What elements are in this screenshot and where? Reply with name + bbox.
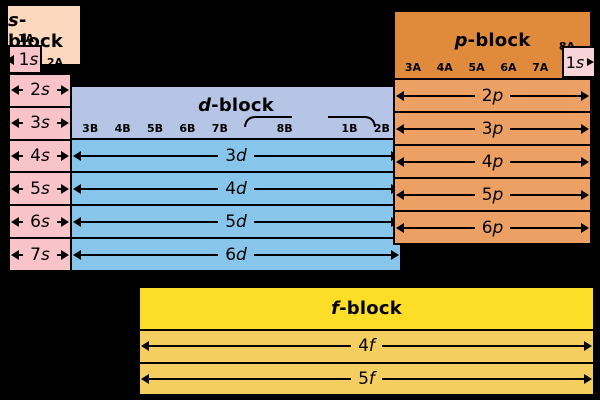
s-block-title-letter: s xyxy=(8,10,19,31)
f-block-rows: 4f 5f xyxy=(138,329,595,396)
s-block-group-1a: 1A xyxy=(17,32,35,45)
s-block-row-label: 4s xyxy=(23,146,57,167)
group-label-6b: 6B xyxy=(179,122,196,135)
group-label-3a: 3A xyxy=(404,61,421,74)
group-label-3b: 3B xyxy=(82,122,99,135)
p-block-row: 5p xyxy=(395,177,590,210)
f-block-title-letter: f xyxy=(331,298,340,319)
d-block-row-label: 3d xyxy=(218,145,254,166)
p-block-row-label: 6p xyxy=(474,217,511,238)
s-block-row-label: 2s xyxy=(23,80,57,101)
s-block-row: 3s xyxy=(10,105,70,139)
group-label-8b: 8B xyxy=(276,122,293,135)
s-block-row: 2s xyxy=(10,75,70,106)
d-block-group-labels: 3B 4B 5B 6B 7B 8B 1B 2B xyxy=(74,123,398,134)
p-block-row-label: 4p xyxy=(474,151,511,172)
p-block-group-labels: 3A 4A 5A 6A 7A xyxy=(397,62,588,73)
p-block-title-letter: p xyxy=(454,30,468,51)
d-block-row: 3d xyxy=(72,140,400,171)
s-block-row-label: 3s xyxy=(23,113,57,134)
d-block-row: 6d xyxy=(72,237,400,270)
p-block-helium-cell: 1s xyxy=(562,46,596,78)
s-block-row: 6s xyxy=(10,204,70,237)
group-label-4a: 4A xyxy=(436,61,453,74)
s-block-cell-1s: 1s xyxy=(5,45,42,74)
d-block-header: d-block 3B 4B 5B 6B 7B 8B 1B 2B xyxy=(70,85,402,138)
s-block-row: 4s xyxy=(10,138,70,172)
d-block-title-letter: d xyxy=(198,95,212,116)
f-block-row-label: 4f xyxy=(351,336,382,357)
s-block-cell-1s-label: 1s xyxy=(5,50,38,70)
f-block-header: f-block xyxy=(138,286,595,329)
d-block-row-label: 4d xyxy=(218,178,254,199)
p-block-row: 6p xyxy=(395,210,590,243)
s-block-row-label: 6s xyxy=(23,211,57,232)
s-block-row: 7s xyxy=(10,237,70,270)
p-block-helium-label: 1s xyxy=(566,53,595,72)
group-label-7a: 7A xyxy=(532,61,549,74)
group-label-4b: 4B xyxy=(114,122,131,135)
s-block-row: 5s xyxy=(10,171,70,204)
d-block-title: d-block xyxy=(198,95,274,116)
group-label-5a: 5A xyxy=(468,61,485,74)
d-block-row-label: 5d xyxy=(218,211,254,232)
s-block-row-label: 7s xyxy=(23,244,57,265)
group-label-7b: 7B xyxy=(211,122,228,135)
group-label-2b: 2B xyxy=(373,122,390,135)
p-block-header: p-block 3A 4A 5A 6A 7A 8A xyxy=(393,10,592,78)
f-block-row: 4f xyxy=(140,331,593,362)
p-block-row: 2p xyxy=(395,80,590,111)
p-block-row-label: 3p xyxy=(474,118,511,139)
f-block-title-suffix: -block xyxy=(339,298,402,319)
f-block-row: 5f xyxy=(140,361,593,395)
d-block-rows: 3d 4d 5d 6d xyxy=(70,138,402,272)
d-block-title-suffix: -block xyxy=(211,95,274,116)
group-label-6a: 6A xyxy=(500,61,517,74)
p-block-row: 4p xyxy=(395,144,590,177)
f-block-title: f-block xyxy=(331,298,402,319)
d-block-row-label: 6d xyxy=(218,244,254,265)
f-block-row-label: 5f xyxy=(351,368,382,389)
group-8b-brace-icon xyxy=(244,116,376,128)
p-block-row: 3p xyxy=(395,111,590,144)
group-label-1b: 1B xyxy=(341,122,358,135)
p-block-rows: 2p 3p 4p 5p 6p xyxy=(393,78,592,245)
d-block-row: 4d xyxy=(72,171,400,204)
s-block-row-label: 5s xyxy=(23,178,57,199)
p-block-row-label: 5p xyxy=(474,184,511,205)
s-block-group-2a: 2A xyxy=(46,56,64,69)
p-block-title: p-block xyxy=(455,30,531,51)
p-block-row-label: 2p xyxy=(474,85,511,106)
s-block-rows: 2s 3s 4s 5s 6s 7s xyxy=(8,73,72,272)
p-block-title-suffix: -block xyxy=(467,30,531,51)
d-block-row: 5d xyxy=(72,204,400,237)
group-label-5b: 5B xyxy=(146,122,164,135)
